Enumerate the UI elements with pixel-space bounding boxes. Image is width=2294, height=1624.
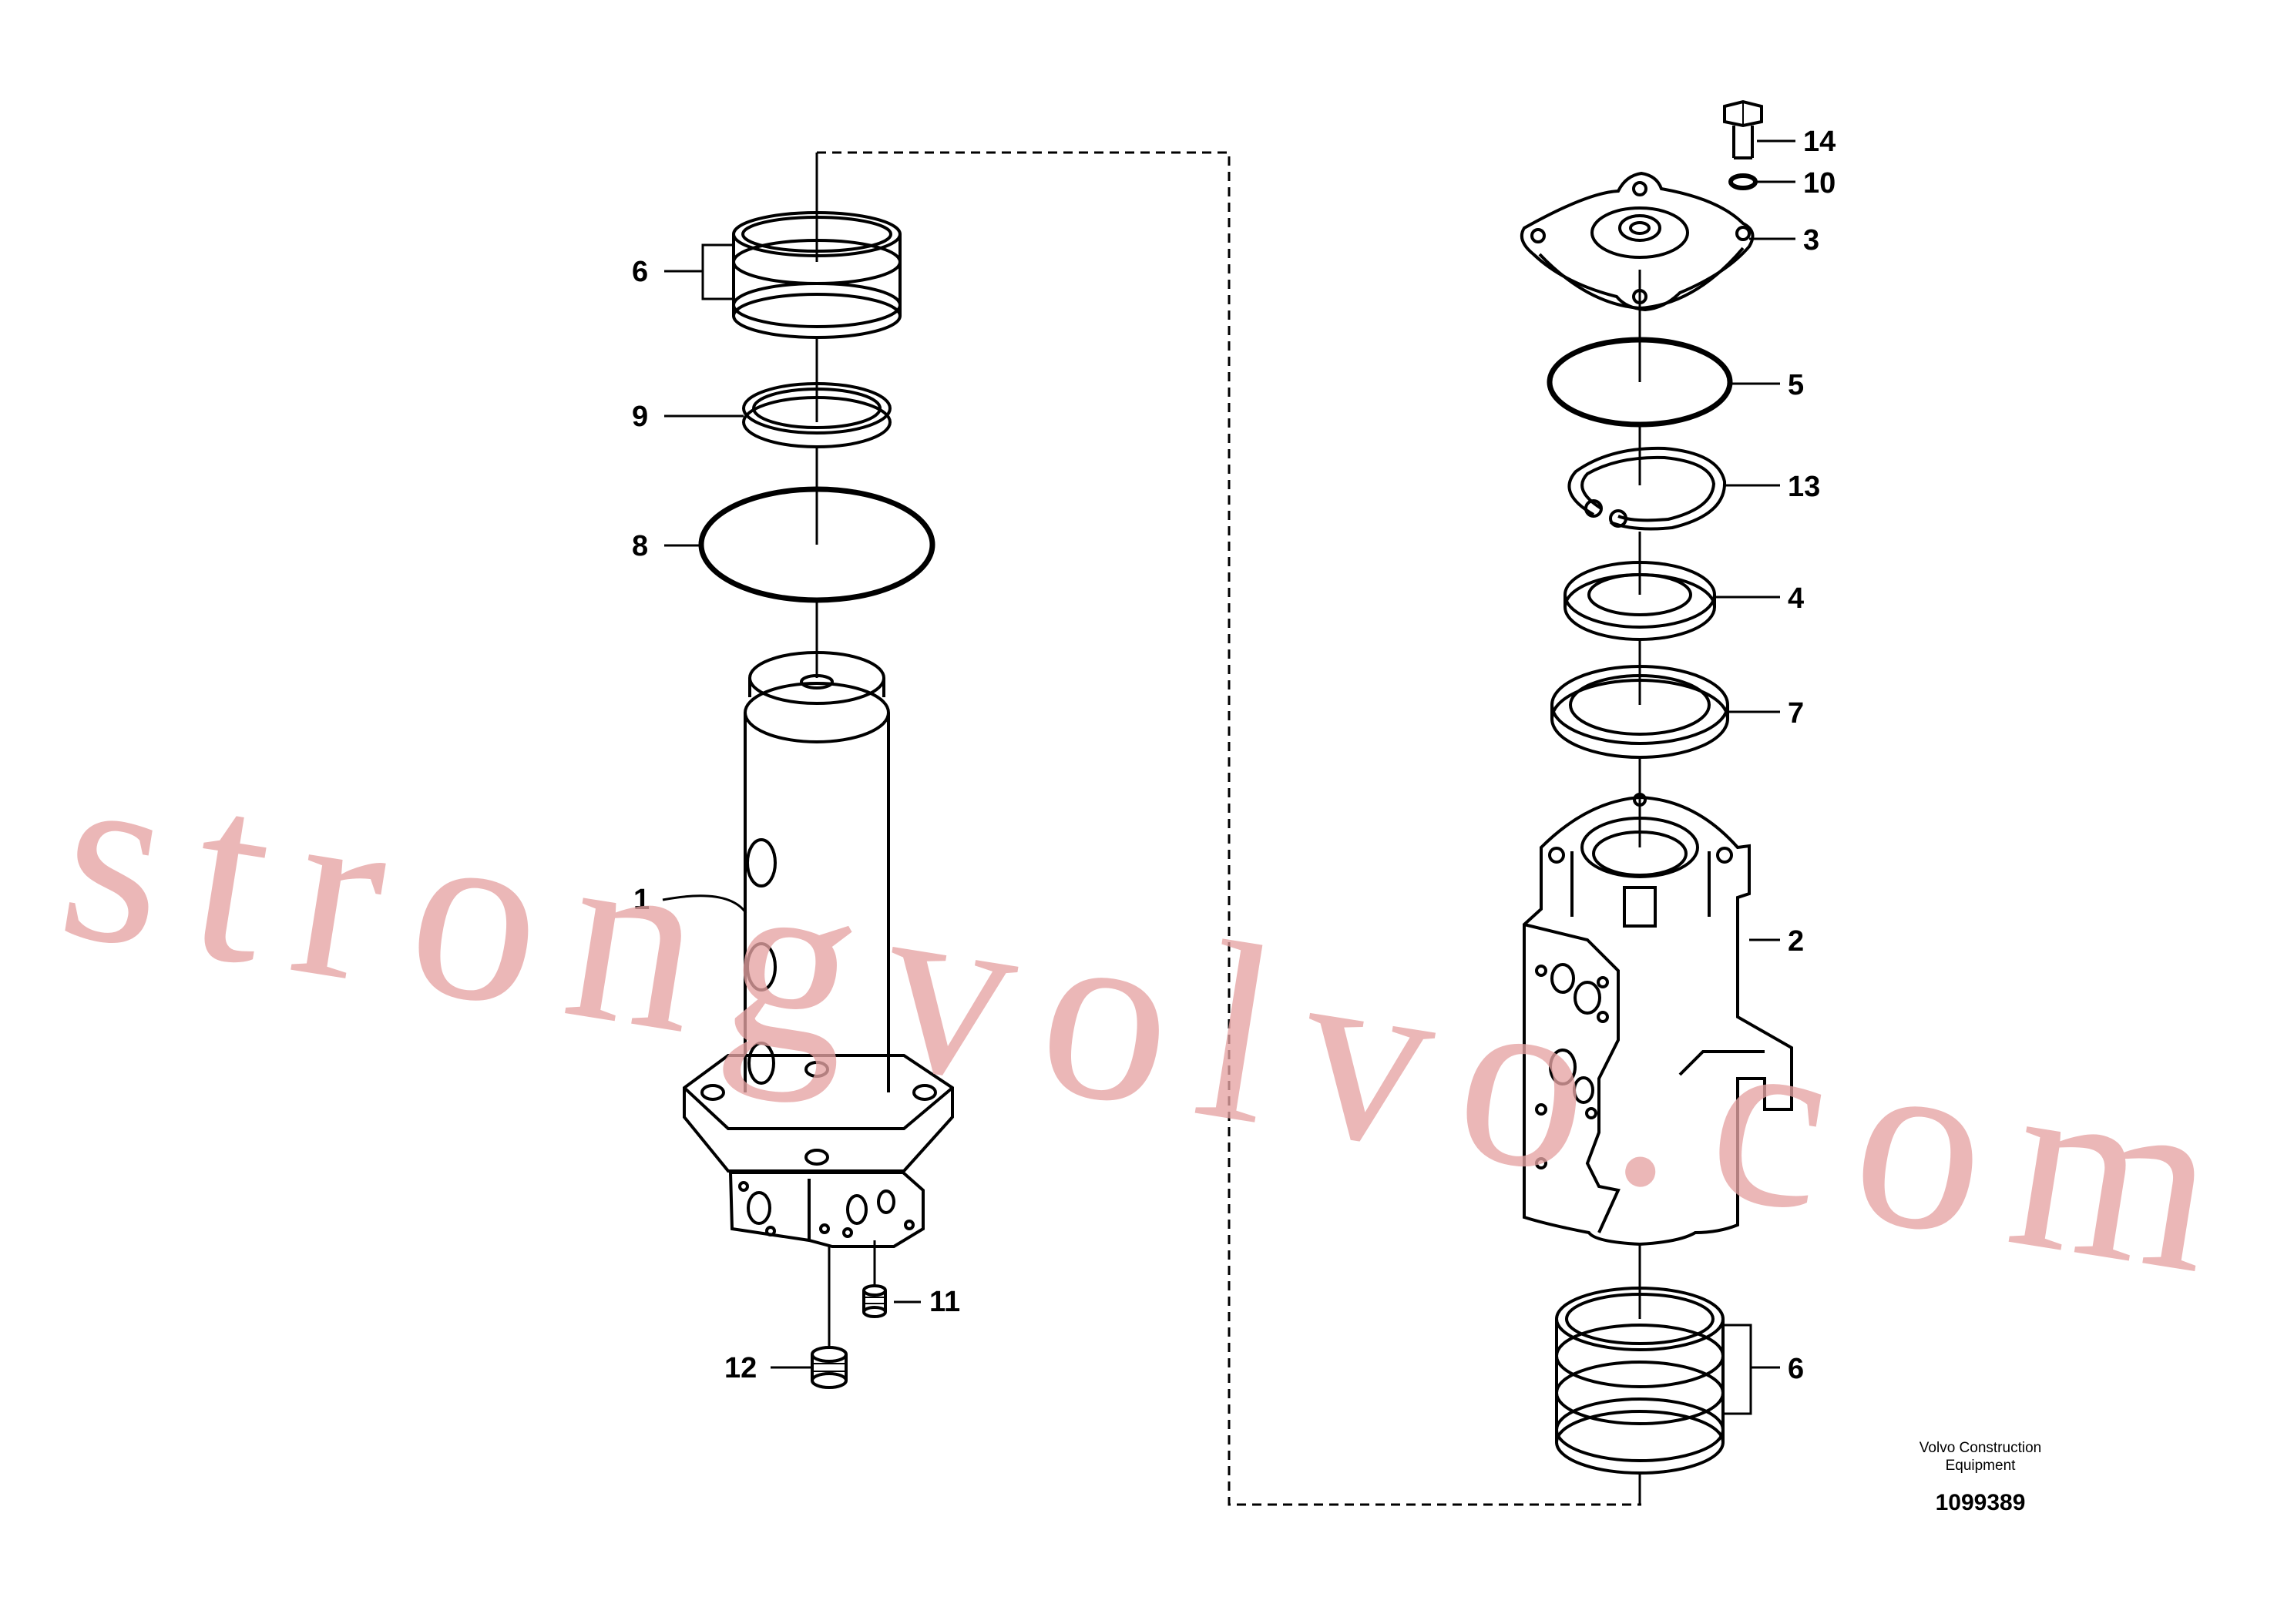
callout-6-top: 6	[632, 256, 648, 288]
part-3-cover	[1520, 171, 1755, 312]
callout-7: 7	[1788, 697, 1804, 730]
callout-11: 11	[929, 1286, 960, 1318]
callout-13: 13	[1788, 471, 1820, 503]
callout-12: 12	[724, 1352, 757, 1384]
callout-9: 9	[632, 401, 648, 433]
drawing-number: 1099389	[1936, 1490, 2026, 1515]
company-name-line1: Volvo Construction	[1920, 1440, 2041, 1456]
assembly-dashed-link	[817, 151, 1641, 1506]
callout-2: 2	[1788, 925, 1804, 958]
callout-10: 10	[1803, 167, 1836, 200]
part-1-center-shaft	[683, 651, 954, 1248]
callout-1: 1	[633, 884, 650, 916]
drawing-footer: Volvo Construction Equipment 1099389	[1920, 1440, 2041, 1515]
callout-8: 8	[632, 530, 648, 562]
part-13-snap-ring	[1567, 446, 1727, 531]
part-12-plug	[811, 1346, 848, 1389]
callout-labels: 6 9 8 1 11 12 14 10 3 5 13 4 7 2 6	[632, 126, 1836, 1385]
company-name-line2: Equipment	[1946, 1458, 2017, 1474]
callout-5: 5	[1788, 369, 1804, 401]
callout-14: 14	[1803, 126, 1836, 158]
part-10-washer	[1728, 173, 1758, 190]
part-14-bolt	[1723, 99, 1763, 159]
watermark-text: strongvolvo.com	[45, 710, 2251, 1330]
callout-3: 3	[1803, 224, 1819, 257]
left-leader-lines	[662, 153, 921, 1369]
right-leader-lines	[1638, 139, 1795, 1505]
callout-4: 4	[1788, 582, 1804, 615]
part-11-plug	[862, 1284, 887, 1318]
callout-6-bottom: 6	[1788, 1353, 1804, 1385]
